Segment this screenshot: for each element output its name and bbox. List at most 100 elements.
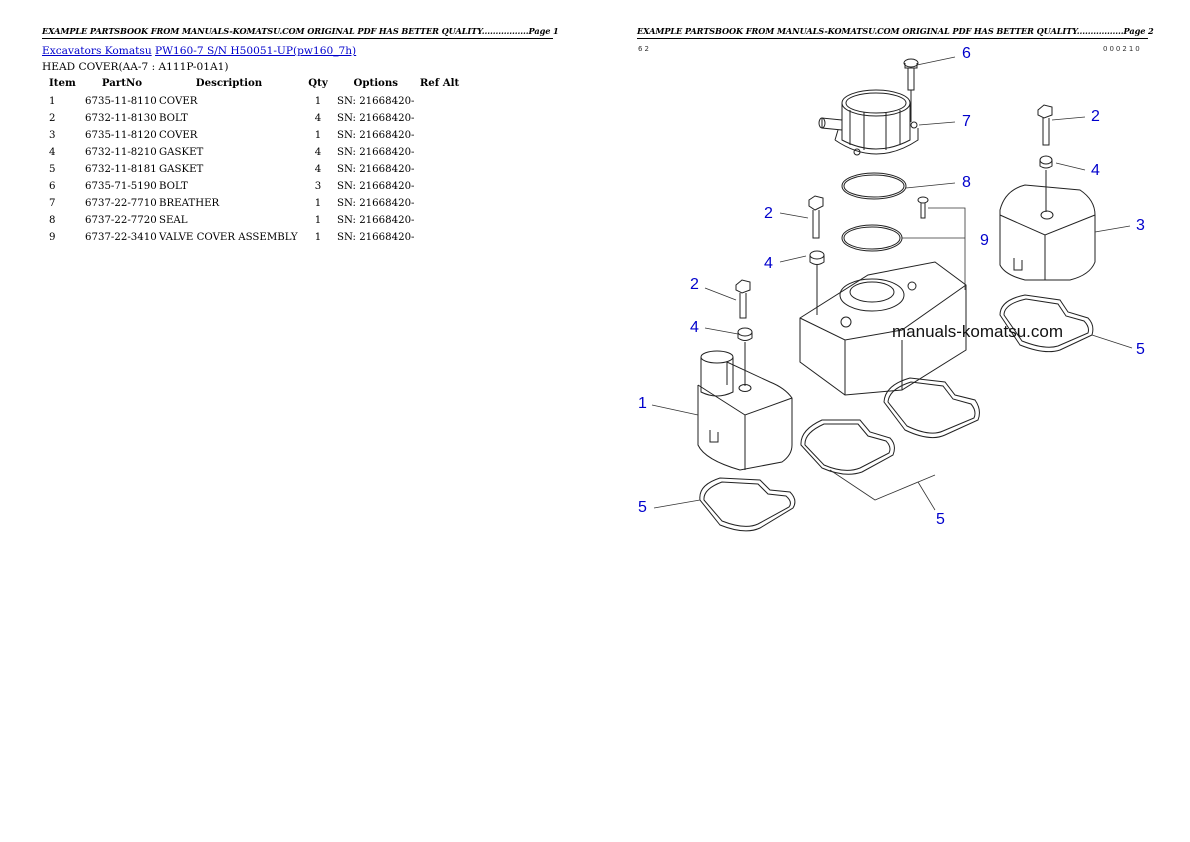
callout-4-right: 4 [1091, 162, 1100, 179]
cell-qty: 1 [314, 96, 322, 107]
cell-item: 9 [49, 232, 56, 243]
cell-partno: 6737-22-7710 [85, 198, 157, 209]
cell-qty: 1 [314, 215, 322, 226]
cell-item: 3 [49, 130, 56, 141]
callout-7: 7 [962, 113, 971, 130]
exploded-parts-diagram [651, 56, 1133, 532]
cell-ref-alt [415, 110, 465, 127]
cell-description: GASKET [159, 147, 204, 158]
cell-partno: 6732-11-8181 [85, 164, 157, 175]
cell-qty: 4 [314, 113, 322, 124]
cell-options: SN: 21668420- [337, 215, 415, 226]
cover-3-icon [999, 184, 1096, 281]
cell-qty: 4 [314, 164, 322, 175]
callout-2-middle: 2 [764, 205, 773, 222]
cell-description: SEAL [159, 215, 188, 226]
cell-description: GASKET [159, 164, 204, 175]
gasket-icon [699, 294, 1094, 532]
cell-qty: 1 [314, 130, 322, 141]
cell-options: SN: 21668420- [337, 198, 415, 209]
cell-partno: 6732-11-8210 [85, 147, 157, 158]
table-row: 5 6732-11-8181 GASKET 4 SN: 21668420- [42, 161, 465, 178]
cell-ref-alt [415, 161, 465, 178]
col-description: Description [195, 77, 263, 89]
col-ref-alt: Ref Alt [419, 77, 460, 89]
cell-qty: 3 [314, 181, 322, 192]
cell-ref-alt [415, 195, 465, 212]
table-row: 9 6737-22-3410 VALVE COVER ASSEMBLY 1 SN… [42, 229, 465, 246]
table-row: 3 6735-11-8120 COVER 1 SN: 21668420- [42, 127, 465, 144]
bolt-6-icon [903, 58, 919, 122]
cell-item: 7 [49, 198, 56, 209]
cell-ref-alt [415, 212, 465, 229]
callout-1: 1 [638, 395, 647, 412]
cell-options: SN: 21668420- [337, 96, 415, 107]
breadcrumb-link-model[interactable]: PW160-7 S/N H50051-UP(pw160_7h) [155, 45, 357, 57]
table-row: 2 6732-11-8130 BOLT 4 SN: 21668420- [42, 110, 465, 127]
col-qty: Qty [308, 77, 328, 89]
table-row: 1 6735-11-8110 COVER 1 SN: 21668420- [42, 93, 465, 110]
table-header-row: Item PartNo Description Qty Options Ref … [42, 76, 465, 93]
callout-5-right: 5 [1136, 341, 1145, 358]
cell-item: 8 [49, 215, 56, 226]
col-options: Options [353, 77, 398, 89]
cell-description: BOLT [159, 113, 188, 124]
cell-options: SN: 21668420- [337, 232, 415, 243]
cell-item: 5 [49, 164, 56, 175]
cell-item: 4 [49, 147, 56, 158]
cell-item: 6 [49, 181, 56, 192]
col-partno: PartNo [101, 77, 143, 89]
cell-partno: 6735-71-5190 [85, 181, 157, 192]
cell-options: SN: 21668420- [337, 147, 415, 158]
breadcrumb: Excavators Komatsu PW160-7 S/N H50051-UP… [42, 45, 356, 57]
callout-2-left: 2 [690, 276, 699, 293]
callout-5-bottom: 5 [936, 511, 945, 528]
callout-5-left: 5 [638, 499, 647, 516]
callout-6: 6 [962, 45, 971, 62]
cell-ref-alt [415, 93, 465, 110]
cell-partno: 6732-11-8130 [85, 113, 157, 124]
page-1: EXAMPLE PARTSBOOK FROM MANUALS-KOMATSU.C… [42, 26, 559, 246]
cell-options: SN: 21668420- [337, 181, 415, 192]
cell-options: SN: 21668420- [337, 113, 415, 124]
cell-qty: 4 [314, 147, 322, 158]
callout-8: 8 [962, 174, 971, 191]
cell-partno: 6737-22-3410 [85, 232, 157, 243]
table-row: 8 6737-22-7720 SEAL 1 SN: 21668420- [42, 212, 465, 229]
breather-part-icon [818, 89, 919, 156]
table-row: 7 6737-22-7710 BREATHER 1 SN: 21668420- [42, 195, 465, 212]
section-title: HEAD COVER(AA-7 : A111P-01A1) [42, 61, 229, 73]
cell-options: SN: 21668420- [337, 164, 415, 175]
cell-item: 1 [49, 96, 56, 107]
callout-3: 3 [1136, 217, 1145, 234]
cell-partno: 6737-22-7720 [85, 215, 157, 226]
table-row: 4 6732-11-8210 GASKET 4 SN: 21668420- [42, 144, 465, 161]
page-header: EXAMPLE PARTSBOOK FROM MANUALS-KOMATSU.C… [42, 26, 559, 39]
drawing-ref-right: 000210 [1103, 45, 1142, 53]
col-item: Item [49, 77, 76, 89]
cell-ref-alt [415, 144, 465, 161]
callout-2-right: 2 [1091, 108, 1100, 125]
valve-cover-assembly-icon [799, 261, 967, 396]
table-row: 6 6735-71-5190 BOLT 3 SN: 21668420- [42, 178, 465, 195]
watermark-text: manuals-komatsu.com [892, 322, 1064, 341]
bolt-2-middle-icon [808, 195, 824, 239]
cell-description: BREATHER [159, 198, 220, 209]
page-header: EXAMPLE PARTSBOOK FROM MANUALS-KOMATSU.C… [637, 26, 1154, 39]
cell-partno: 6735-11-8120 [85, 130, 157, 141]
cell-ref-alt [415, 178, 465, 195]
cell-item: 2 [49, 113, 56, 124]
cell-qty: 1 [314, 198, 322, 209]
cell-ref-alt [415, 229, 465, 246]
parts-table: Item PartNo Description Qty Options Ref … [42, 76, 465, 246]
drawing-ref-left: 62 [638, 45, 651, 53]
callout-4-middle: 4 [764, 255, 773, 272]
cell-options: SN: 21668420- [337, 130, 415, 141]
cell-description: COVER [159, 96, 198, 107]
cell-description: BOLT [159, 181, 188, 192]
cell-description: VALVE COVER ASSEMBLY [159, 232, 298, 243]
breadcrumb-link-category[interactable]: Excavators Komatsu [42, 45, 152, 57]
callout-9: 9 [980, 232, 989, 249]
callout-4-left: 4 [690, 319, 699, 336]
cell-partno: 6735-11-8110 [85, 96, 157, 107]
